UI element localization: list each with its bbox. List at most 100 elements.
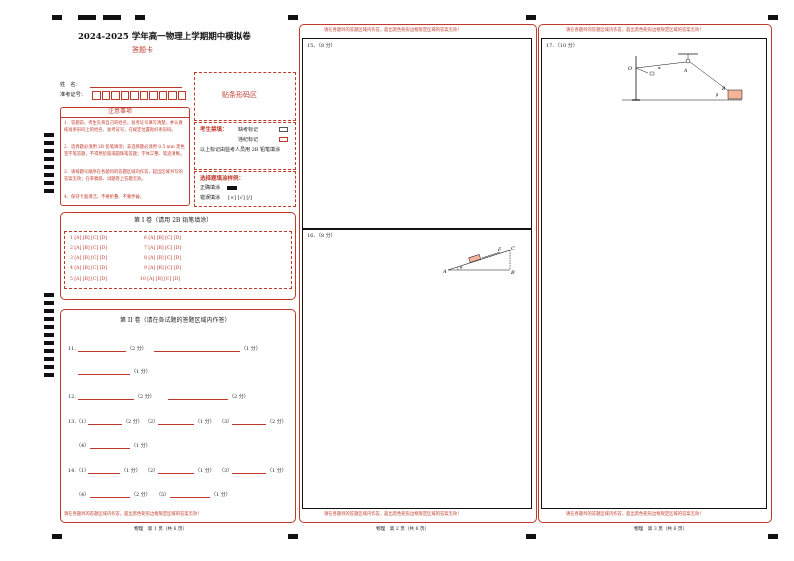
registration-mark-top [768, 15, 778, 20]
q13-points-3: （2 分） [267, 419, 287, 425]
q12-blank-1[interactable] [78, 393, 134, 400]
q17-point-b: B [721, 86, 726, 92]
forbidden-label: 考生禁填： [200, 127, 228, 133]
side-mark [44, 373, 54, 377]
q13-points-2: （1 分） [195, 419, 215, 425]
side-mark [44, 189, 54, 193]
q11-blank-1[interactable] [78, 345, 126, 352]
q13-blank-3[interactable] [232, 418, 266, 425]
notice-divider [60, 117, 190, 118]
mc-row[interactable]: 6 [A] [B] [C] [D] [144, 236, 181, 241]
section1-grid [64, 231, 292, 289]
q11-blank-3[interactable] [78, 368, 130, 375]
q13-points-1: （2 分） [123, 419, 143, 425]
notice-title: 注意事项 [108, 108, 133, 115]
registration-mark-top [288, 15, 298, 20]
page-footer-3: 物理 第 3 页（共 6 页） [634, 527, 688, 532]
name-field[interactable] [90, 87, 182, 88]
q16-angle-theta: θ [460, 265, 463, 270]
q11-label: 11. [68, 346, 76, 352]
side-mark [44, 325, 54, 329]
q14-blank-2[interactable] [158, 467, 194, 474]
side-mark [44, 173, 54, 177]
side-mark [44, 301, 54, 305]
warning-text: 请在各题目的答题区域内作答，超出黑色矩形边框限定区域的答案无效！ [566, 512, 704, 517]
q14-blank-5[interactable] [170, 491, 210, 498]
side-mark [44, 141, 54, 145]
q14-part-1: （1） [76, 468, 90, 474]
q16-point-c: C [511, 246, 515, 252]
q16-point-a: A [442, 269, 447, 275]
q13-blank-4[interactable] [90, 442, 130, 449]
mc-row[interactable]: 4 [A] [B] [C] [D] [70, 266, 107, 271]
q15-label: 15．（8 分） [307, 43, 336, 49]
q13-blank-1[interactable] [88, 418, 122, 425]
registration-mark-top [103, 15, 121, 20]
notice-item: 2．选择题必须用 2B 铅笔填涂；非选择题必须用 0.5 mm 黑色签字笔答题，… [64, 145, 185, 157]
mc-row[interactable]: 9 [A] [B] [C] [D] [144, 266, 181, 271]
notice-box [60, 107, 190, 206]
q17-angle-alpha: α [658, 65, 661, 70]
q11-blank-2[interactable] [154, 345, 240, 352]
registration-mark-top [78, 15, 96, 20]
registration-mark-bottom [526, 534, 536, 539]
mc-row[interactable]: 3 [A] [B] [C] [D] [70, 256, 107, 261]
q17-answer-area[interactable] [541, 38, 767, 509]
mc-row[interactable]: 8 [A] [B] [C] [D] [144, 256, 181, 261]
mc-row[interactable]: 5 [A] [B] [C] [D] [70, 277, 107, 282]
side-mark [44, 149, 54, 153]
q14-blank-4[interactable] [90, 491, 130, 498]
fill-example-box [194, 171, 296, 207]
side-mark [44, 293, 54, 297]
q13-label: 13. [68, 419, 76, 425]
q11-points-1: （2 分） [127, 346, 147, 352]
warning-text: 请在各题目的答题区域内作答，超出黑色矩形边框限定区域的答案无效！ [566, 28, 704, 33]
q14-points-1: （1 分） [121, 468, 141, 474]
q17-point-a: A [683, 68, 688, 74]
mc-row[interactable]: 7 [A] [B] [C] [D] [144, 246, 181, 251]
violation-checkbox[interactable] [279, 137, 288, 142]
q14-part-4: （4） [76, 492, 90, 498]
side-mark [44, 309, 54, 313]
absent-checkbox[interactable] [279, 127, 288, 132]
mc-row[interactable]: 2 [A] [B] [C] [D] [70, 246, 107, 251]
q16-point-b: B [510, 270, 515, 276]
q14-points-3: （1 分） [267, 468, 287, 474]
q17-point-o: O [628, 66, 632, 72]
violation-label: 违纪标记 [238, 137, 259, 143]
page2-frame [299, 24, 537, 523]
mc-row[interactable]: 1 [A] [B] [C] [D] [70, 236, 107, 241]
notice-item: 4．保持卡面清洁，不要折叠、不要弄破。 [64, 195, 145, 200]
side-mark [44, 157, 54, 161]
q17-angle-beta: β [715, 92, 719, 97]
q14-blank-1[interactable] [88, 467, 120, 474]
q14-blank-3[interactable] [232, 467, 266, 474]
q14-points-2: （1 分） [195, 468, 215, 474]
student-id-boxes[interactable] [92, 91, 186, 100]
q12-label: 12. [68, 394, 76, 400]
q14-points-4: （2 分） [131, 492, 151, 498]
q16-answer-area[interactable] [302, 229, 532, 509]
section2-title: 第 II 卷（请在各试题的答题区域内作答） [120, 317, 231, 324]
barcode-area [194, 72, 296, 121]
warning-text: 请在各题目的答题区域内作答，超出黑色矩形边框限定区域的答案无效！ [324, 28, 462, 33]
q13-points-4: （1 分） [131, 443, 151, 449]
q12-blank-2[interactable] [168, 393, 228, 400]
answer-card-subtitle: 答题卡 [132, 46, 153, 54]
side-mark [44, 341, 54, 345]
q14-part-3: （3） [219, 468, 233, 474]
mc-row[interactable]: 10 [A] [B] [C] [D] [140, 277, 180, 282]
student-id-label: 准考证号： [60, 92, 86, 98]
q12-points-2: （2 分） [229, 394, 249, 400]
q15-answer-area[interactable] [302, 38, 532, 229]
forbidden-box [194, 122, 296, 170]
q12-points-1: （2 分） [135, 394, 155, 400]
section1-title: 第 I 卷（请用 2B 铅笔填涂） [134, 217, 213, 224]
section1-box [60, 212, 296, 300]
notice-item: 1．答题前，考生先将自己的姓名，准考证号填写清楚，并认真核准条形码上的姓名、准考… [64, 121, 183, 133]
q17-label: 17．（10 分） [546, 43, 578, 49]
registration-mark-top [52, 15, 62, 20]
barcode-area-label: 贴条形码区 [222, 91, 257, 99]
q13-blank-2[interactable] [158, 418, 194, 425]
side-mark [44, 317, 54, 321]
